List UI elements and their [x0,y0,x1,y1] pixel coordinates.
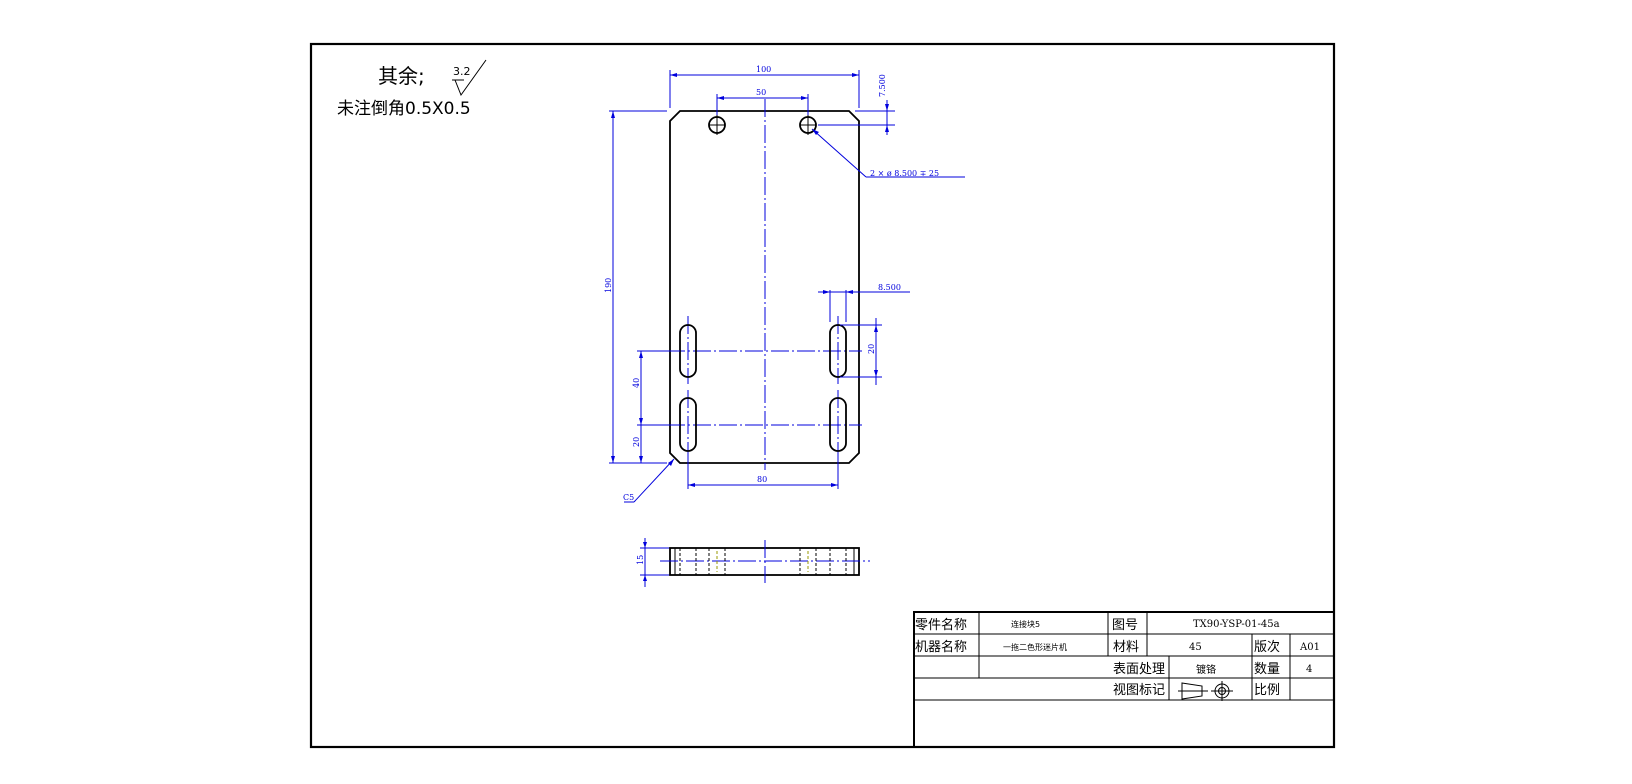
dim-slot-pitch: 40 [632,378,641,388]
dim-slot-spacing: 80 [757,475,767,484]
revision-value: A01 [1299,642,1320,653]
dim-slot-bottom-offset: 20 [632,437,641,447]
dim-hole-spacing: 50 [756,88,766,97]
surface-note-prefix: 其余; [378,64,425,88]
machine-name-value: 一拖二色形迷片机 [1003,642,1067,652]
quantity-label: 数量 [1254,662,1280,677]
drawing-frame [309,42,1336,749]
material-label: 材料 [1113,640,1139,655]
surface-treatment-label: 表面处理 [1113,662,1165,677]
part-name-label: 零件名称 [915,617,967,633]
scale-label: 比例 [1254,683,1280,698]
material-value: 45 [1189,642,1202,653]
dim-hole-edge-offset: 7.500 [878,74,887,97]
view-mark-label: 视图标记 [1113,683,1165,698]
slot-bottom-right [829,397,847,452]
slot-top-right [829,324,847,378]
dim-thickness: 15 [636,555,645,565]
roughness-symbol: 3.2 [452,59,487,97]
machine-name-label: 机器名称 [915,639,967,655]
hidden-holes [679,548,847,575]
revision-label: 版次 [1254,639,1280,655]
mounting-hole-left [708,115,726,135]
dim-overall-width: 100 [756,65,771,74]
drawing-no-value: TX90-YSP-01-45a [1193,619,1280,630]
chamfer-note: 未注倒角0.5X0.5 [337,99,471,119]
dimensions: 100 50 7.500 2 × ø 8.500 ∓ 25 190 8.500 [604,65,965,587]
dim-corner-chamfer: C5 [623,493,634,502]
mounting-hole-right [799,115,817,135]
surface-treatment-value: 镀铬 [1196,663,1216,676]
drawing-no-label: 图号 [1112,618,1138,633]
front-view [667,99,862,470]
general-notes: 其余; 3.2 未注倒角0.5X0.5 [337,59,487,119]
title-block: 零件名称 连接块5 图号 TX90-YSP-01-45a 机器名称 一拖二色形迷… [913,611,1335,748]
dim-overall-height: 190 [604,278,613,293]
roughness-value: 3.2 [453,65,471,78]
side-view [660,540,870,583]
projection-symbol-icon [1178,681,1233,701]
dim-slot-width: 8.500 [878,283,901,292]
dim-slot-length: 20 [867,344,876,354]
dim-hole-callout: 2 × ø 8.500 ∓ 25 [870,169,939,178]
part-name-value: 连接块5 [1011,619,1040,629]
plate-outline [669,110,860,464]
quantity-value: 4 [1306,664,1312,675]
